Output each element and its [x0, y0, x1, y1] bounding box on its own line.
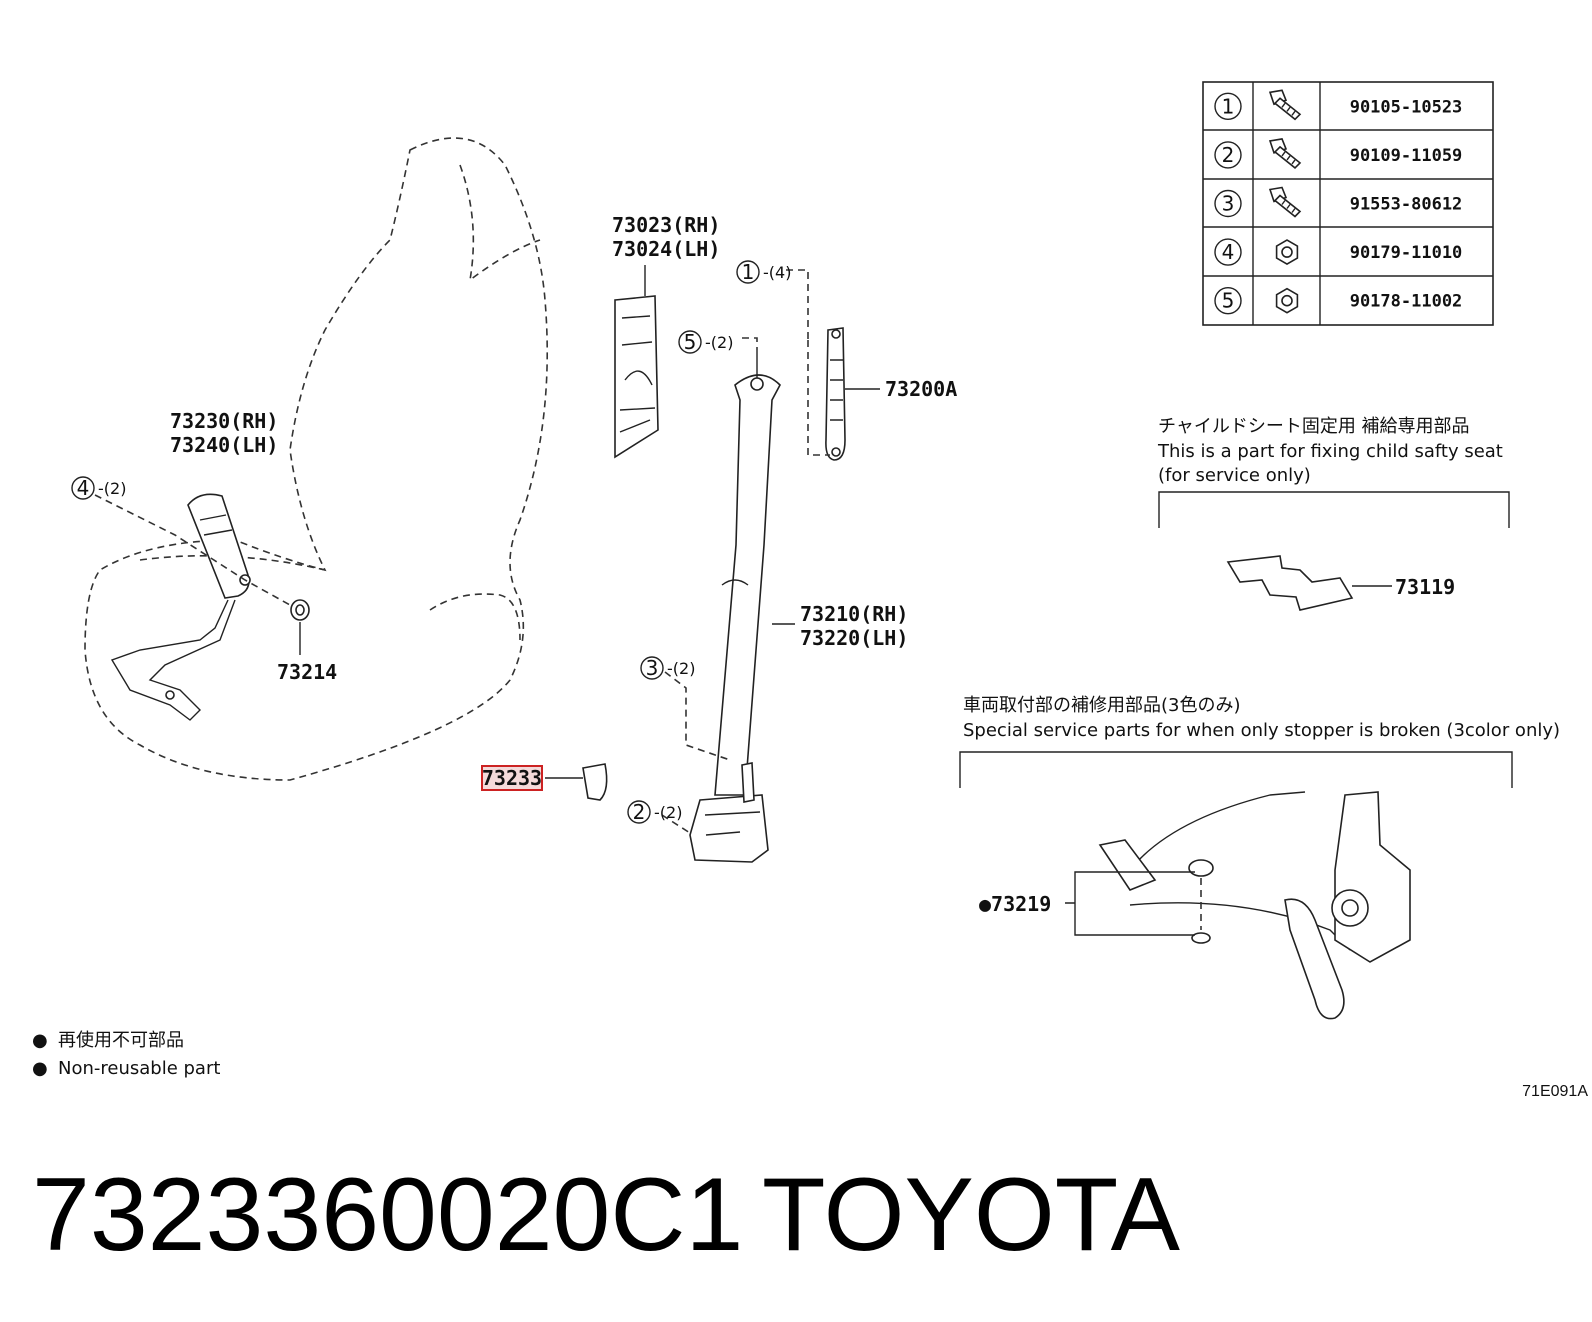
table-part-number: 90105-10523 — [1350, 97, 1463, 117]
note-child-seat-en2: (for service only) — [1158, 465, 1311, 486]
table-index-circle — [1214, 189, 1242, 218]
shoulder-adjuster — [825, 327, 846, 461]
note-child-seat-en1: This is a part for fixing child safty se… — [1157, 441, 1503, 462]
buckle-assembly — [110, 493, 251, 721]
label-73219: ●73219 — [979, 892, 1051, 916]
label-buckle-rh: 73230(RH) — [170, 409, 278, 433]
table-index: 2 — [1222, 143, 1235, 167]
washer-hole — [295, 604, 305, 616]
svg-text:-(2): -(2) — [667, 659, 695, 678]
svg-text:5: 5 — [684, 330, 697, 354]
callout-5: 5 -(2) — [678, 330, 733, 354]
label-buckle-lh: 73240(LH) — [170, 433, 278, 457]
note-stopper-jp: 車両取付部の補修用部品(3色のみ) — [963, 695, 1241, 716]
table-index-circle — [1214, 92, 1242, 121]
label-belt-rh: 73210(RH) — [800, 602, 908, 626]
fastener-table — [1202, 81, 1494, 326]
svg-text:-(2): -(2) — [705, 333, 733, 352]
hex-nut-icon — [1275, 239, 1299, 266]
legend-en: Non-reusable part — [58, 1058, 220, 1079]
legend-jp: 再使用不可部品 — [58, 1030, 184, 1051]
label-73233[interactable]: 73233 — [482, 766, 542, 790]
table-index: 1 — [1222, 94, 1235, 118]
callout-3: 3 -(2) — [640, 656, 695, 680]
table-index: 4 — [1222, 240, 1235, 264]
callout5-leader — [742, 337, 758, 350]
table-index: 3 — [1222, 192, 1235, 216]
callout-2: 2 -(2) — [627, 800, 682, 824]
pillar-cover — [614, 295, 659, 459]
shoulder-bolt-icon — [1268, 138, 1302, 169]
callout4-leader — [94, 494, 291, 606]
table-part-number: 90178-11002 — [1350, 292, 1463, 312]
svg-text:3: 3 — [646, 656, 659, 680]
svg-text:-(2): -(2) — [98, 479, 126, 498]
part-number-title: 7323360020C1 — [32, 1157, 743, 1273]
hex-nut-icon — [1275, 287, 1299, 314]
callout2-leader — [661, 814, 691, 834]
label-washer: 73214 — [277, 660, 337, 684]
child-seat-plate-73119 — [1226, 555, 1354, 611]
table-index-circle — [1214, 238, 1242, 266]
table-index-circle — [1214, 287, 1242, 315]
svg-text:-(2): -(2) — [654, 803, 682, 822]
svg-text:4: 4 — [77, 476, 90, 500]
stopper-73233 — [582, 763, 608, 801]
svg-text:-(4): -(4) — [763, 263, 791, 282]
callout-1: 1 -(4) — [736, 260, 791, 284]
highlight-box — [481, 765, 543, 791]
table-part-number: 91553-80612 — [1350, 195, 1463, 215]
svg-text:2: 2 — [633, 800, 646, 824]
label-cover-rh: 73023(RH) — [612, 213, 720, 237]
stopper-bracket-lines — [1065, 871, 1195, 936]
svg-text:1: 1 — [742, 260, 755, 284]
bolt-icon — [1268, 186, 1302, 218]
callout-4: 4 -(2) — [71, 476, 126, 500]
brand-title: TOYOTA — [762, 1157, 1181, 1273]
child-seat-bracket — [1158, 491, 1510, 528]
diagram-ref: 71E091A — [1522, 1083, 1588, 1100]
note-stopper-en: Special service parts for when only stop… — [963, 720, 1560, 741]
seatbelt-webbing — [689, 374, 781, 863]
legend-bullet-2: ● — [32, 1058, 48, 1079]
flange-bolt-icon — [1268, 89, 1302, 121]
fastener-rows: 1 90105-10523 2 90109-11059 3 91553-80612 4 901… — [1214, 89, 1463, 315]
callout3-leader — [664, 671, 731, 761]
note-child-seat-jp: チャイルドシート固定用 補給専用部品 — [1158, 416, 1470, 437]
table-index: 5 — [1222, 289, 1235, 313]
table-index-circle — [1214, 141, 1242, 169]
callout1-leader — [786, 269, 830, 456]
seat-outline — [84, 137, 548, 781]
table-part-number: 90109-11059 — [1350, 146, 1463, 166]
label-73119: 73119 — [1395, 575, 1455, 599]
label-cover-lh: 73024(LH) — [612, 237, 720, 261]
legend-bullet-1: ● — [32, 1030, 48, 1051]
stopper-bracket — [959, 751, 1513, 788]
label-belt-lh: 73220(LH) — [800, 626, 908, 650]
label-adjuster: 73200A — [885, 377, 957, 401]
stopper-detail — [1098, 791, 1411, 1020]
table-part-number: 90179-11010 — [1350, 243, 1463, 263]
